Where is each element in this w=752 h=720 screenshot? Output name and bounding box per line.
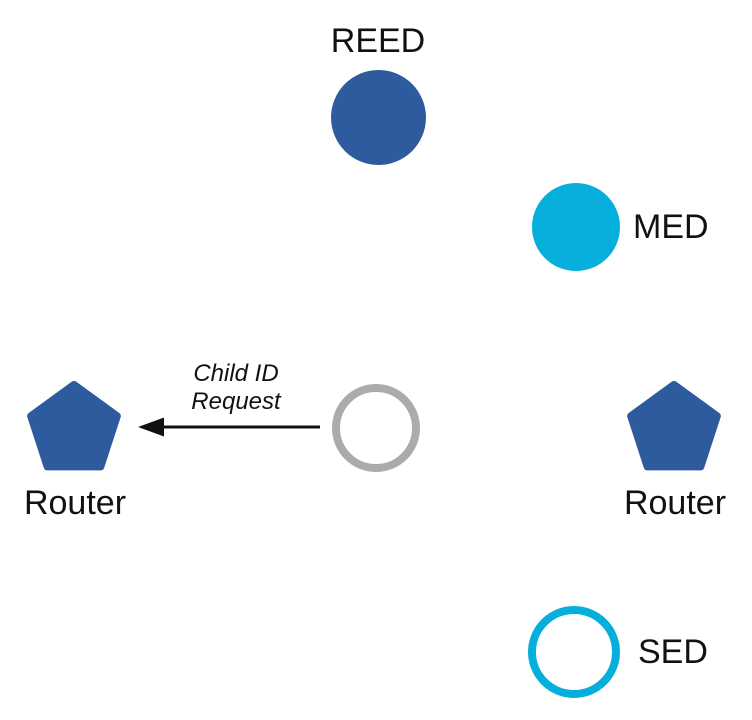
joining-device-circle-icon xyxy=(332,384,420,472)
med-node-circle-icon xyxy=(532,183,620,271)
child-id-request-arrow-icon xyxy=(138,417,320,437)
router-left-label: Router xyxy=(23,484,127,522)
pentagon-shape xyxy=(627,381,721,471)
pentagon-shape xyxy=(27,381,121,471)
sed-node-circle-icon xyxy=(528,606,620,698)
med-node-label: MED xyxy=(633,208,709,246)
sed-node-label: SED xyxy=(638,633,708,671)
router-left-pentagon-icon xyxy=(27,381,121,471)
reed-node-label: REED xyxy=(330,22,426,60)
arrowhead-icon xyxy=(138,417,164,437)
router-right-pentagon-icon xyxy=(627,381,721,471)
router-right-label: Router xyxy=(623,484,727,522)
arrow-message-line2: Request xyxy=(191,388,281,415)
reed-node-circle-icon xyxy=(331,70,426,165)
arrow-message-line1: Child ID xyxy=(193,360,279,387)
arrow-message-label: Child ID Request xyxy=(136,360,336,416)
